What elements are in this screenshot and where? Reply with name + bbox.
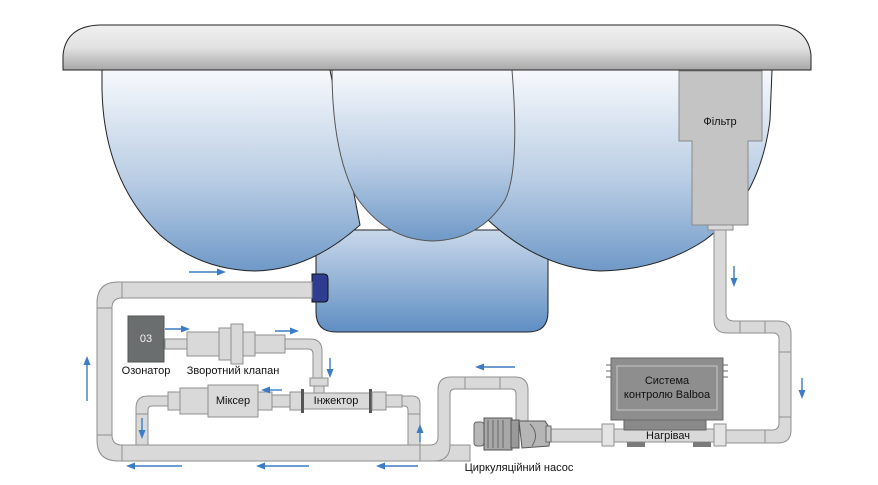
pump-label: Циркуляційний насос	[465, 462, 574, 474]
flow-arrow-down	[798, 378, 806, 399]
tee-fitting	[309, 377, 329, 387]
ozonator-label: Озонатор	[122, 365, 171, 377]
check-valve	[186, 323, 286, 365]
mixer-label: Міксер	[216, 395, 250, 407]
flow-arrow-up	[416, 424, 424, 442]
flow-arrow-left	[261, 386, 282, 394]
filter: Фільтр	[678, 70, 763, 231]
circulation-pump: Циркуляційний насос	[465, 417, 574, 474]
flow-arrow-left	[126, 462, 182, 470]
check-valve-label: Зворотний клапан	[187, 365, 280, 377]
outer-loop-pipe	[96, 281, 471, 462]
flow-arrows	[83, 266, 806, 470]
control-system-label-2: контролю Balboa	[624, 389, 711, 401]
flow-arrow-right	[189, 268, 226, 276]
filter-return-pipe	[713, 229, 792, 444]
filter-label: Фільтр	[703, 116, 736, 128]
flow-arrow-left	[475, 363, 515, 371]
flow-arrow-down	[138, 418, 146, 439]
middle-seat	[331, 69, 516, 242]
pump-to-heater-pipe	[549, 428, 611, 443]
control-system: Система контролю Balboa	[606, 357, 728, 447]
flow-arrow-down	[730, 266, 738, 287]
jet-fitting	[311, 273, 329, 303]
flow-arrow-up	[83, 356, 91, 401]
ozonator-symbol: 03	[140, 333, 152, 345]
left-seat	[101, 69, 361, 272]
spa-rim	[62, 24, 812, 71]
injector-label: Інжектор	[314, 395, 359, 407]
injector-riser-pipe	[401, 395, 421, 446]
heater: Нагрівач	[601, 423, 727, 447]
footwell	[315, 229, 549, 333]
flow-arrow-right	[275, 327, 299, 335]
ozonator: 03 Озонатор	[122, 315, 171, 377]
flow-arrow-left	[256, 462, 309, 470]
mixer: Міксер	[167, 384, 303, 418]
flow-arrow-left	[376, 462, 418, 470]
injector: Інжектор	[301, 389, 403, 413]
flow-arrow-down	[326, 358, 334, 378]
flow-arrow-right	[165, 325, 190, 333]
mixer-drop-pipe	[135, 395, 171, 446]
control-system-label-1: Система	[645, 375, 690, 387]
heater-label: Нагрівач	[646, 430, 690, 442]
